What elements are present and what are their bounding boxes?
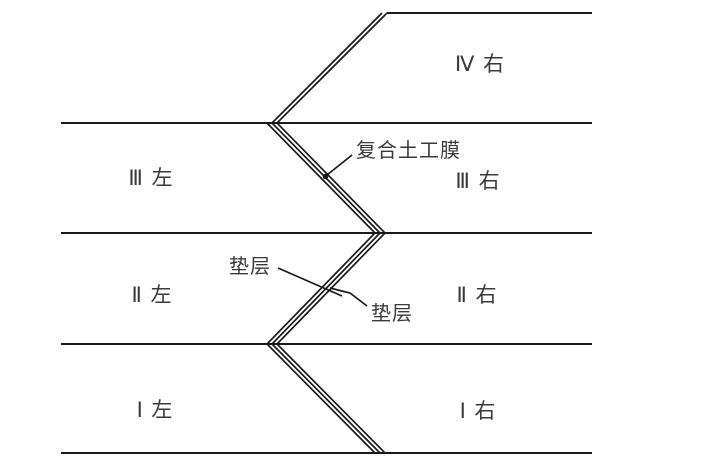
zone-label-iv-right: Ⅳ 右 [455, 52, 505, 76]
zone-label-ii-right: Ⅱ 右 [456, 283, 497, 307]
geomembrane-zigzag-line-middle [270, 12, 383, 454]
cushion-right-leader-line [329, 287, 368, 307]
geomembrane-zigzag-line-outer [275, 12, 388, 454]
geomembrane-zigzag-line-inner [265, 122, 377, 454]
geomembrane-leader-line [326, 154, 353, 176]
zone-label-iii-left: Ⅲ 左 [128, 166, 173, 190]
zone-label-i-right: Ⅰ 右 [460, 399, 497, 423]
cushion-left-leader-line [277, 267, 343, 297]
zone-label-i-left: Ⅰ 左 [137, 398, 174, 422]
zone-label-iii-right: Ⅲ 右 [455, 169, 500, 193]
geomembrane-label: 复合土工膜 [356, 138, 461, 162]
cushion-left-label: 垫层 [229, 254, 271, 278]
zone-label-ii-left: Ⅱ 左 [131, 283, 172, 307]
geomembrane-leader-dot [322, 173, 329, 180]
cushion-right-label: 垫层 [371, 301, 413, 325]
